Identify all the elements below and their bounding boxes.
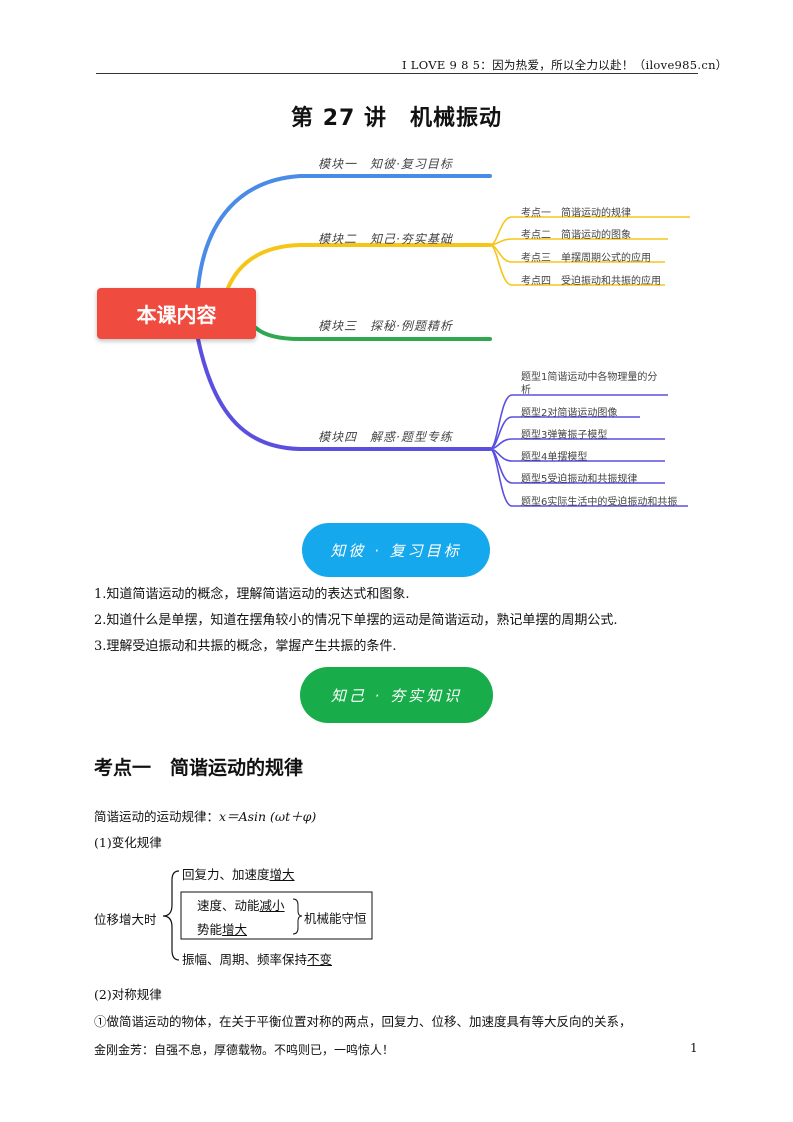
subheading-symmetry-law: (2)对称规律 <box>94 987 162 1002</box>
brace-line-2-text: 速度、动能 <box>197 898 260 913</box>
branch-4-curve <box>196 337 492 451</box>
brace-line-3-text: 势能 <box>197 922 223 937</box>
leaf-tixing-1: 题型1简谐运动中各物理量的分 <box>521 372 658 383</box>
law-line: 简谐运动的运动规律：x＝Asin (ωt＋φ) <box>94 806 316 825</box>
header-text: I LOVE 9 8 5：因为热爱，所以全力以赴！（ilove985.cn） <box>402 58 728 72</box>
leaf-kaodian-2: 考点二 简谐运动的图象 <box>521 230 631 241</box>
goal-item-2: 2.知道什么是单摆，知道在摆角较小的情况下单摆的运动是简谐运动，熟记单摆的周期公… <box>94 613 618 628</box>
branch-3-label: 模块三 探秘·例题精析 <box>318 319 453 333</box>
mindmap-center-node: 本课内容 <box>97 288 256 339</box>
leaf-kaodian-4: 考点四 受迫振动和共振的应用 <box>521 276 661 287</box>
section-banner-review-goals: 知彼 · 复习目标 <box>302 523 490 577</box>
law-formula: x＝Asin (ωt＋φ) <box>219 809 317 824</box>
brace-line-3: 势能增大 <box>197 919 247 938</box>
brace-line-1: 回复力、加速度增大 <box>182 864 295 883</box>
goal-item-3: 3.理解受迫振动和共振的概念，掌握产生共振的条件. <box>94 639 397 654</box>
branch-2-curve <box>226 243 492 290</box>
brace-line-4-text: 振幅、周期、频率保持 <box>182 952 308 967</box>
outer-brace <box>162 870 180 961</box>
subheading-change-law: (1)变化规律 <box>94 835 162 850</box>
goal-item-1: 1.知道简谐运动的概念，理解简谐运动的表达式和图象. <box>94 587 410 602</box>
page-number: 1 <box>690 1041 698 1055</box>
inner-box <box>180 891 373 940</box>
section-banner-knowledge: 知己 · 夯实知识 <box>300 667 493 723</box>
leaf-tixing-2: 题型2对简谐运动图像 <box>521 408 618 419</box>
brace-line-4: 振幅、周期、频率保持不变 <box>182 949 332 968</box>
brace-line-1-text: 回复力、加速度 <box>182 867 270 882</box>
leaf-tixing-4: 题型4单摆模型 <box>521 452 588 463</box>
brace-line-3-underlined: 增大 <box>222 922 248 937</box>
brace-line-4-underlined: 不变 <box>307 952 333 967</box>
symmetry-item-1: ①做简谐运动的物体，在关于平衡位置对称的两点，回复力、位移、加速度具有等大反向的… <box>94 1014 632 1029</box>
brace-line-2: 速度、动能减小 <box>197 895 285 914</box>
footer-motto: 金刚金芳：自强不息，厚德载物。不鸣则已，一鸣惊人！ <box>94 1043 395 1057</box>
branch-4-label: 模块四 解惑·题型专练 <box>318 430 453 444</box>
brace-box-right: 机械能守恒 <box>304 911 367 926</box>
brace-line-2-underlined: 减小 <box>259 898 285 913</box>
leaf-tixing-3: 题型3弹簧振子模型 <box>521 430 608 441</box>
branch-3-curve <box>254 326 492 341</box>
brace-line-1-underlined: 增大 <box>269 867 295 882</box>
leaf-tixing-1-cont: 析 <box>521 385 531 396</box>
page-title: 第 27 讲 机械振动 <box>291 106 502 131</box>
header-divider <box>96 73 698 74</box>
brace-left-label: 位移增大时 <box>94 912 157 927</box>
section-heading: 考点一 简谐运动的规律 <box>94 757 304 779</box>
branch-1-curve <box>196 174 492 290</box>
branch-1-label: 模块一 知彼·复习目标 <box>318 157 453 171</box>
leaf-kaodian-3: 考点三 单摆周期公式的应用 <box>521 253 651 264</box>
leaf-kaodian-1: 考点一 简谐运动的规律 <box>521 208 631 219</box>
leaf-tixing-6: 题型6实际生活中的受迫振动和共振 <box>521 497 678 508</box>
branch-2-label: 模块二 知己·夯实基础 <box>318 232 453 246</box>
inner-brace <box>292 898 303 935</box>
law-prefix: 简谐运动的运动规律： <box>94 809 220 824</box>
leaf-tixing-5: 题型5受迫振动和共振规律 <box>521 474 638 485</box>
